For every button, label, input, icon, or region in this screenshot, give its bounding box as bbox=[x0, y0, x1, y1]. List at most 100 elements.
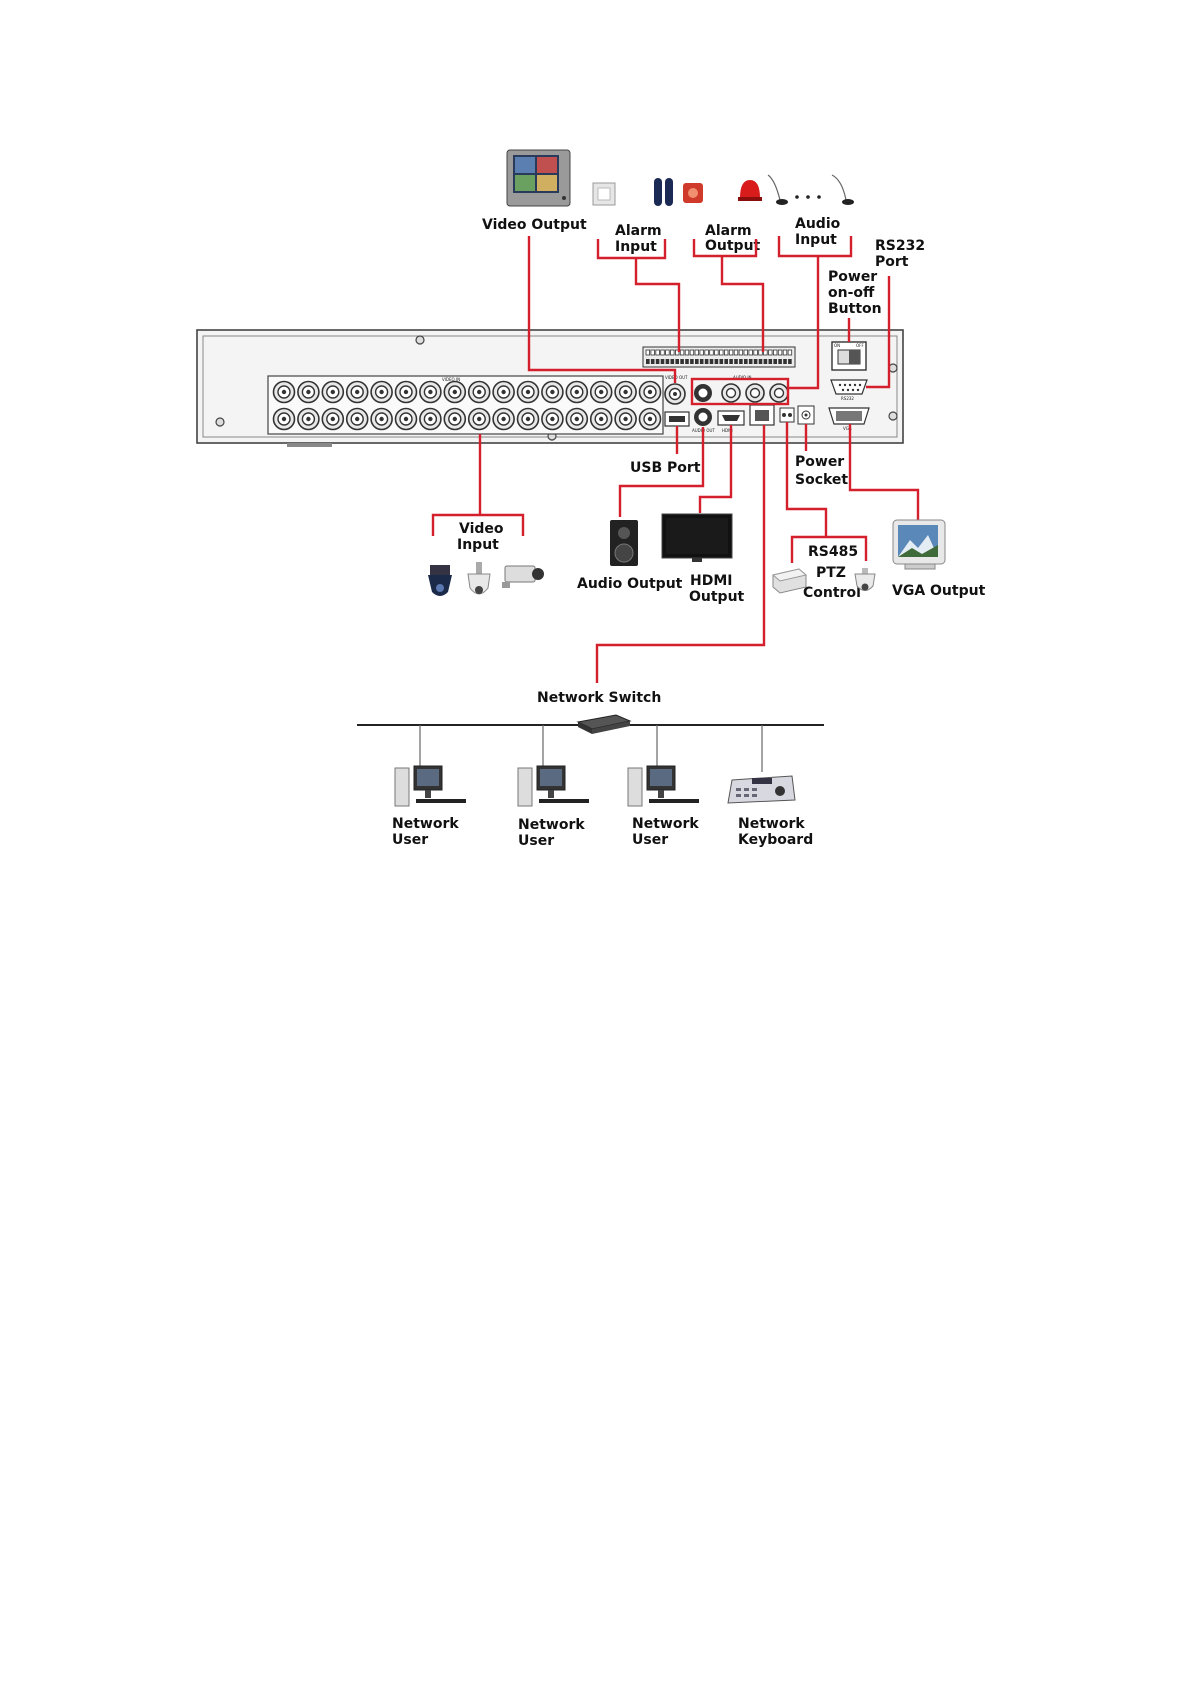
bnc-connector bbox=[566, 409, 587, 430]
bnc-connector bbox=[640, 409, 661, 430]
audio-input-label: Audio Input bbox=[795, 216, 845, 248]
alarm-siren-icon bbox=[738, 180, 762, 201]
dome-camera-icon bbox=[428, 565, 452, 596]
bnc-connector bbox=[615, 409, 636, 430]
network-user-label: Network User bbox=[632, 816, 704, 848]
rs485-label: RS485 bbox=[808, 544, 858, 560]
alarm-input-label: Alarm Input bbox=[615, 223, 666, 255]
terminal-screw bbox=[646, 350, 650, 355]
on-panel-text: ON bbox=[834, 343, 840, 348]
smoke-detector-icon bbox=[683, 183, 703, 203]
power-socket-icon bbox=[798, 406, 814, 424]
power-switch-icon: ON OFF bbox=[832, 342, 866, 370]
bnc-connector bbox=[371, 382, 392, 403]
bnc-connector bbox=[615, 382, 636, 403]
usb-port-icon bbox=[665, 412, 689, 426]
bnc-connector bbox=[591, 409, 612, 430]
terminal-pin bbox=[788, 359, 792, 364]
terminal-pin bbox=[666, 359, 670, 364]
network-switch-label: Network Switch bbox=[537, 690, 661, 706]
ptz-camera-icon bbox=[855, 568, 875, 591]
bnc-connector bbox=[298, 409, 319, 430]
bnc-connector bbox=[396, 409, 417, 430]
terminal-screw bbox=[680, 350, 684, 355]
speed-dome-camera-icon bbox=[468, 562, 490, 594]
terminal-screw bbox=[710, 350, 714, 355]
terminal-pin bbox=[754, 359, 758, 364]
rs232-port-label: RS232 Port bbox=[875, 238, 930, 270]
network-user-pc-icon bbox=[518, 766, 589, 806]
terminal-pin bbox=[700, 359, 704, 364]
terminal-pin bbox=[729, 359, 733, 364]
video-input-label: Video Input bbox=[457, 521, 508, 553]
bnc-connector bbox=[640, 382, 661, 403]
terminal-pin bbox=[720, 359, 724, 364]
terminal-pin bbox=[778, 359, 782, 364]
terminal-screw bbox=[754, 350, 758, 355]
bnc-connector bbox=[371, 409, 392, 430]
alarm-output-label: Alarm Output bbox=[705, 223, 761, 254]
terminal-screw bbox=[715, 350, 719, 355]
power-socket-label: Power Socket bbox=[795, 454, 849, 488]
bnc-connector bbox=[347, 382, 368, 403]
terminal-pin bbox=[671, 359, 675, 364]
terminal-pin bbox=[783, 359, 787, 364]
terminal-pin bbox=[705, 359, 709, 364]
terminal-screw bbox=[749, 350, 753, 355]
door-sensor-icon bbox=[593, 183, 615, 205]
bnc-connector bbox=[493, 382, 514, 403]
network-keyboard-label: Network Keyboard bbox=[738, 816, 813, 848]
bnc-connector bbox=[444, 409, 465, 430]
terminal-screw bbox=[759, 350, 763, 355]
terminal-screw bbox=[729, 350, 733, 355]
lcd-tv-icon bbox=[662, 514, 732, 562]
terminal-screw bbox=[773, 350, 777, 355]
speaker-icon bbox=[610, 520, 638, 566]
bnc-connector bbox=[493, 409, 514, 430]
hdmi-output-label: HDMI Output bbox=[689, 573, 745, 605]
bnc-connector bbox=[274, 409, 295, 430]
rs485-terminal-icon bbox=[780, 408, 794, 422]
terminal-screw bbox=[724, 350, 728, 355]
bnc-connector bbox=[396, 382, 417, 403]
terminal-pin bbox=[724, 359, 728, 364]
bnc-connector bbox=[298, 382, 319, 403]
terminal-screw bbox=[695, 350, 699, 355]
terminal-pin bbox=[690, 359, 694, 364]
bnc-connector bbox=[469, 409, 490, 430]
terminal-pin bbox=[749, 359, 753, 364]
infrared-detector-icon bbox=[654, 178, 673, 206]
video-out-panel-text: VIDEO OUT bbox=[665, 375, 688, 380]
bnc-connector bbox=[322, 382, 343, 403]
ethernet-port-icon bbox=[750, 405, 774, 425]
microphone-icon bbox=[768, 175, 854, 205]
rs232-panel-text: RS232 bbox=[841, 396, 854, 401]
terminal-pin bbox=[759, 359, 763, 364]
terminal-pin bbox=[739, 359, 743, 364]
power-button-label: Power on-off Button bbox=[828, 269, 882, 317]
terminal-pin bbox=[651, 359, 655, 364]
ptz-decoder-icon bbox=[773, 569, 806, 593]
terminal-screw bbox=[671, 350, 675, 355]
video-input-bnc-block: VIDEO IN bbox=[268, 376, 663, 434]
vga-monitor-icon bbox=[893, 520, 945, 569]
terminal-screw bbox=[769, 350, 773, 355]
network-user-label: Network User bbox=[518, 817, 590, 849]
terminal-pin bbox=[680, 359, 684, 364]
terminal-screw bbox=[783, 350, 787, 355]
terminal-pin bbox=[734, 359, 738, 364]
bnc-connector bbox=[420, 409, 441, 430]
terminal-pin bbox=[685, 359, 689, 364]
terminal-screw bbox=[656, 350, 660, 355]
terminal-pin bbox=[764, 359, 768, 364]
terminal-pin bbox=[661, 359, 665, 364]
bnc-connector bbox=[347, 409, 368, 430]
terminal-pin bbox=[710, 359, 714, 364]
bnc-connector bbox=[566, 382, 587, 403]
bnc-connector bbox=[420, 382, 441, 403]
network-switch-icon bbox=[578, 715, 630, 734]
terminal-screw bbox=[690, 350, 694, 355]
usb-port-label: USB Port bbox=[630, 460, 701, 476]
bnc-connector bbox=[322, 409, 343, 430]
